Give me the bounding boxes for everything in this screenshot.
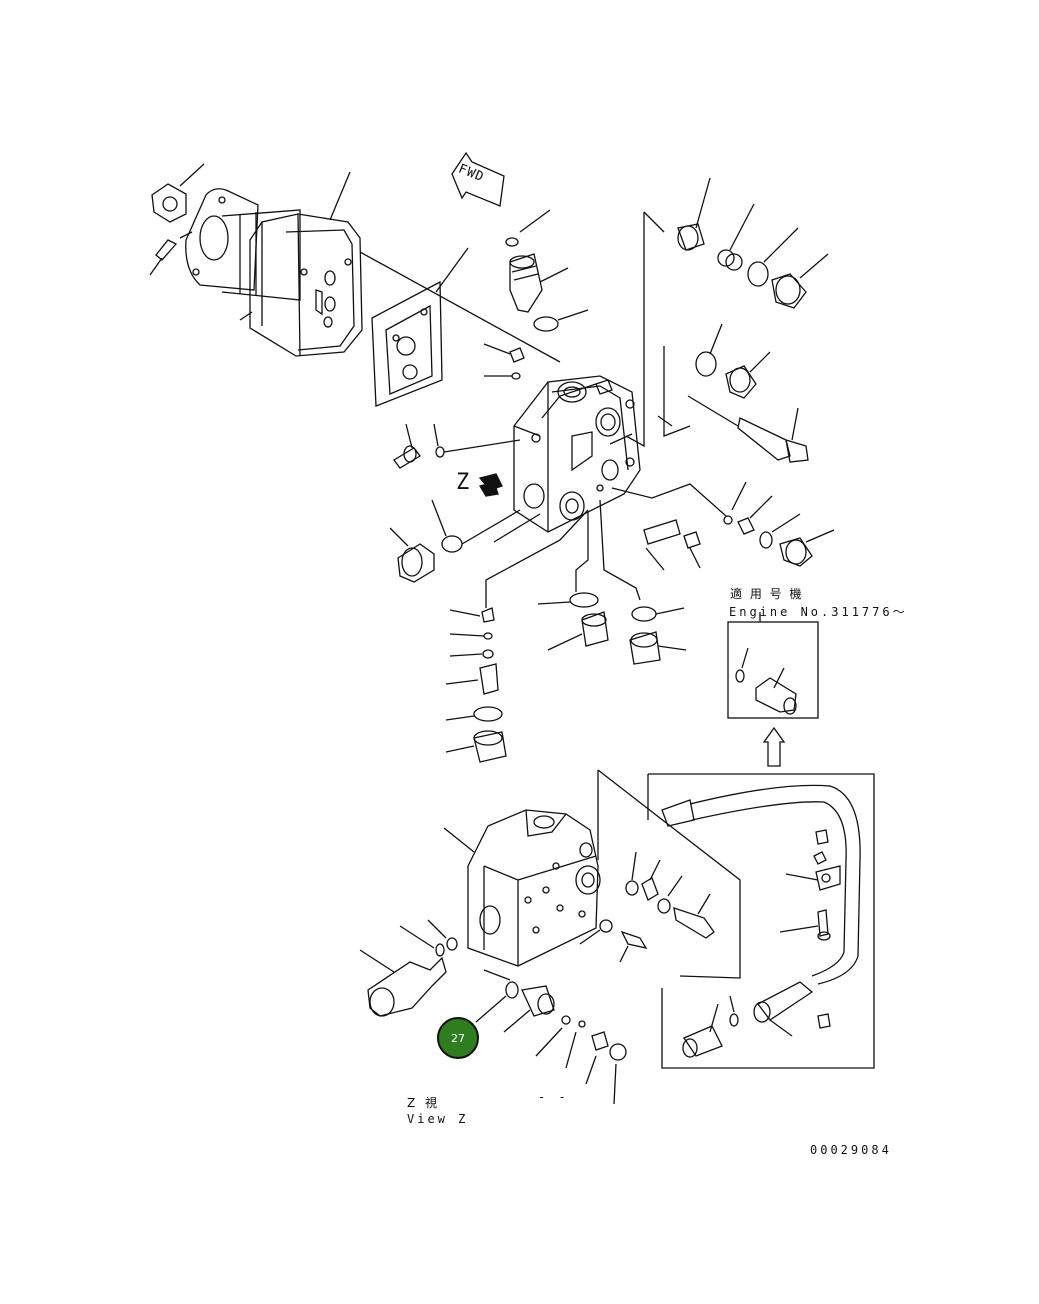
top-fitting-stack bbox=[483, 209, 589, 380]
view-z-arrow bbox=[478, 473, 503, 497]
dash-note: - - bbox=[538, 1090, 569, 1104]
view-z-english-label: View Z bbox=[407, 1112, 469, 1126]
view-z-letter: Z bbox=[456, 470, 470, 495]
lower-fitting-stack bbox=[445, 499, 687, 763]
engine-number-label: Engine No.311776～ bbox=[729, 605, 908, 619]
callout-27-button[interactable]: 27 bbox=[437, 1017, 479, 1059]
fwd-arrow bbox=[451, 151, 505, 207]
engine-inset-box bbox=[727, 612, 819, 719]
catalog-number: 00029084 bbox=[810, 1143, 892, 1157]
valve-body bbox=[513, 375, 641, 533]
right-plug-group bbox=[611, 481, 835, 571]
gear-pump bbox=[149, 163, 363, 357]
applicable-serial-label: 適 用 号 機 bbox=[730, 587, 804, 601]
view-z-japanese-label: Z 視 bbox=[407, 1096, 441, 1110]
valve-leader-lines bbox=[541, 383, 633, 445]
up-arrow bbox=[762, 726, 786, 767]
left-plug-group bbox=[389, 423, 541, 583]
hose-assembly-box bbox=[647, 773, 875, 1069]
callout-number: 27 bbox=[451, 1031, 465, 1045]
gasket bbox=[359, 247, 561, 407]
view-z-fittings bbox=[359, 851, 715, 1105]
right-fitting-column bbox=[625, 177, 829, 463]
view-z-valve bbox=[443, 769, 741, 979]
